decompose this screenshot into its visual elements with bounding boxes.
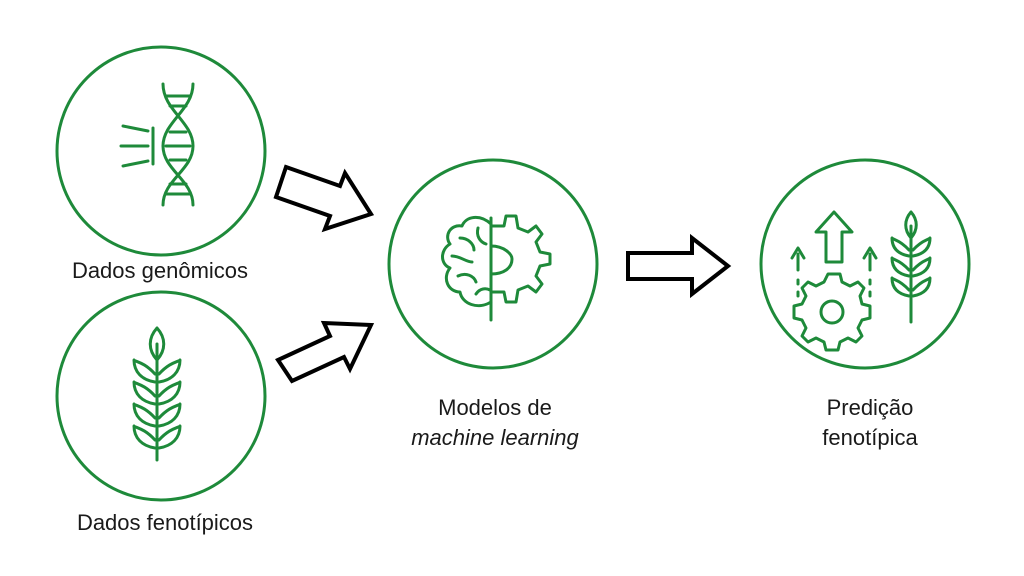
genomic-circle: [55, 45, 267, 257]
models-label-line2: machine learning: [370, 423, 620, 453]
arrow-genomic-to-models: [273, 164, 375, 233]
dna-icon: [119, 82, 195, 207]
gear-arrows-wheat-icon: [790, 210, 932, 352]
models-label-italic: machine learning: [411, 425, 579, 450]
arrow-models-to-prediction: [626, 233, 732, 299]
prediction-circle: [759, 158, 971, 370]
models-label: Modelos de machine learning: [370, 393, 620, 453]
models-label-line1: Modelos de: [438, 395, 552, 420]
brain-gear-icon: [441, 214, 552, 322]
prediction-label-line1: Predição: [826, 395, 914, 420]
models-circle: [387, 158, 599, 370]
prediction-label-line2: fenotípica: [822, 425, 918, 450]
prediction-label: Predição fenotípica: [760, 393, 980, 453]
arrow-phenotypic-to-models: [275, 320, 375, 384]
genomic-data-label: Dados genômicos: [71, 258, 249, 283]
wheat-icon: [132, 326, 182, 462]
phenotypic-circle: [55, 290, 267, 502]
phenotypic-data-label: Dados fenotípicos: [76, 510, 254, 535]
